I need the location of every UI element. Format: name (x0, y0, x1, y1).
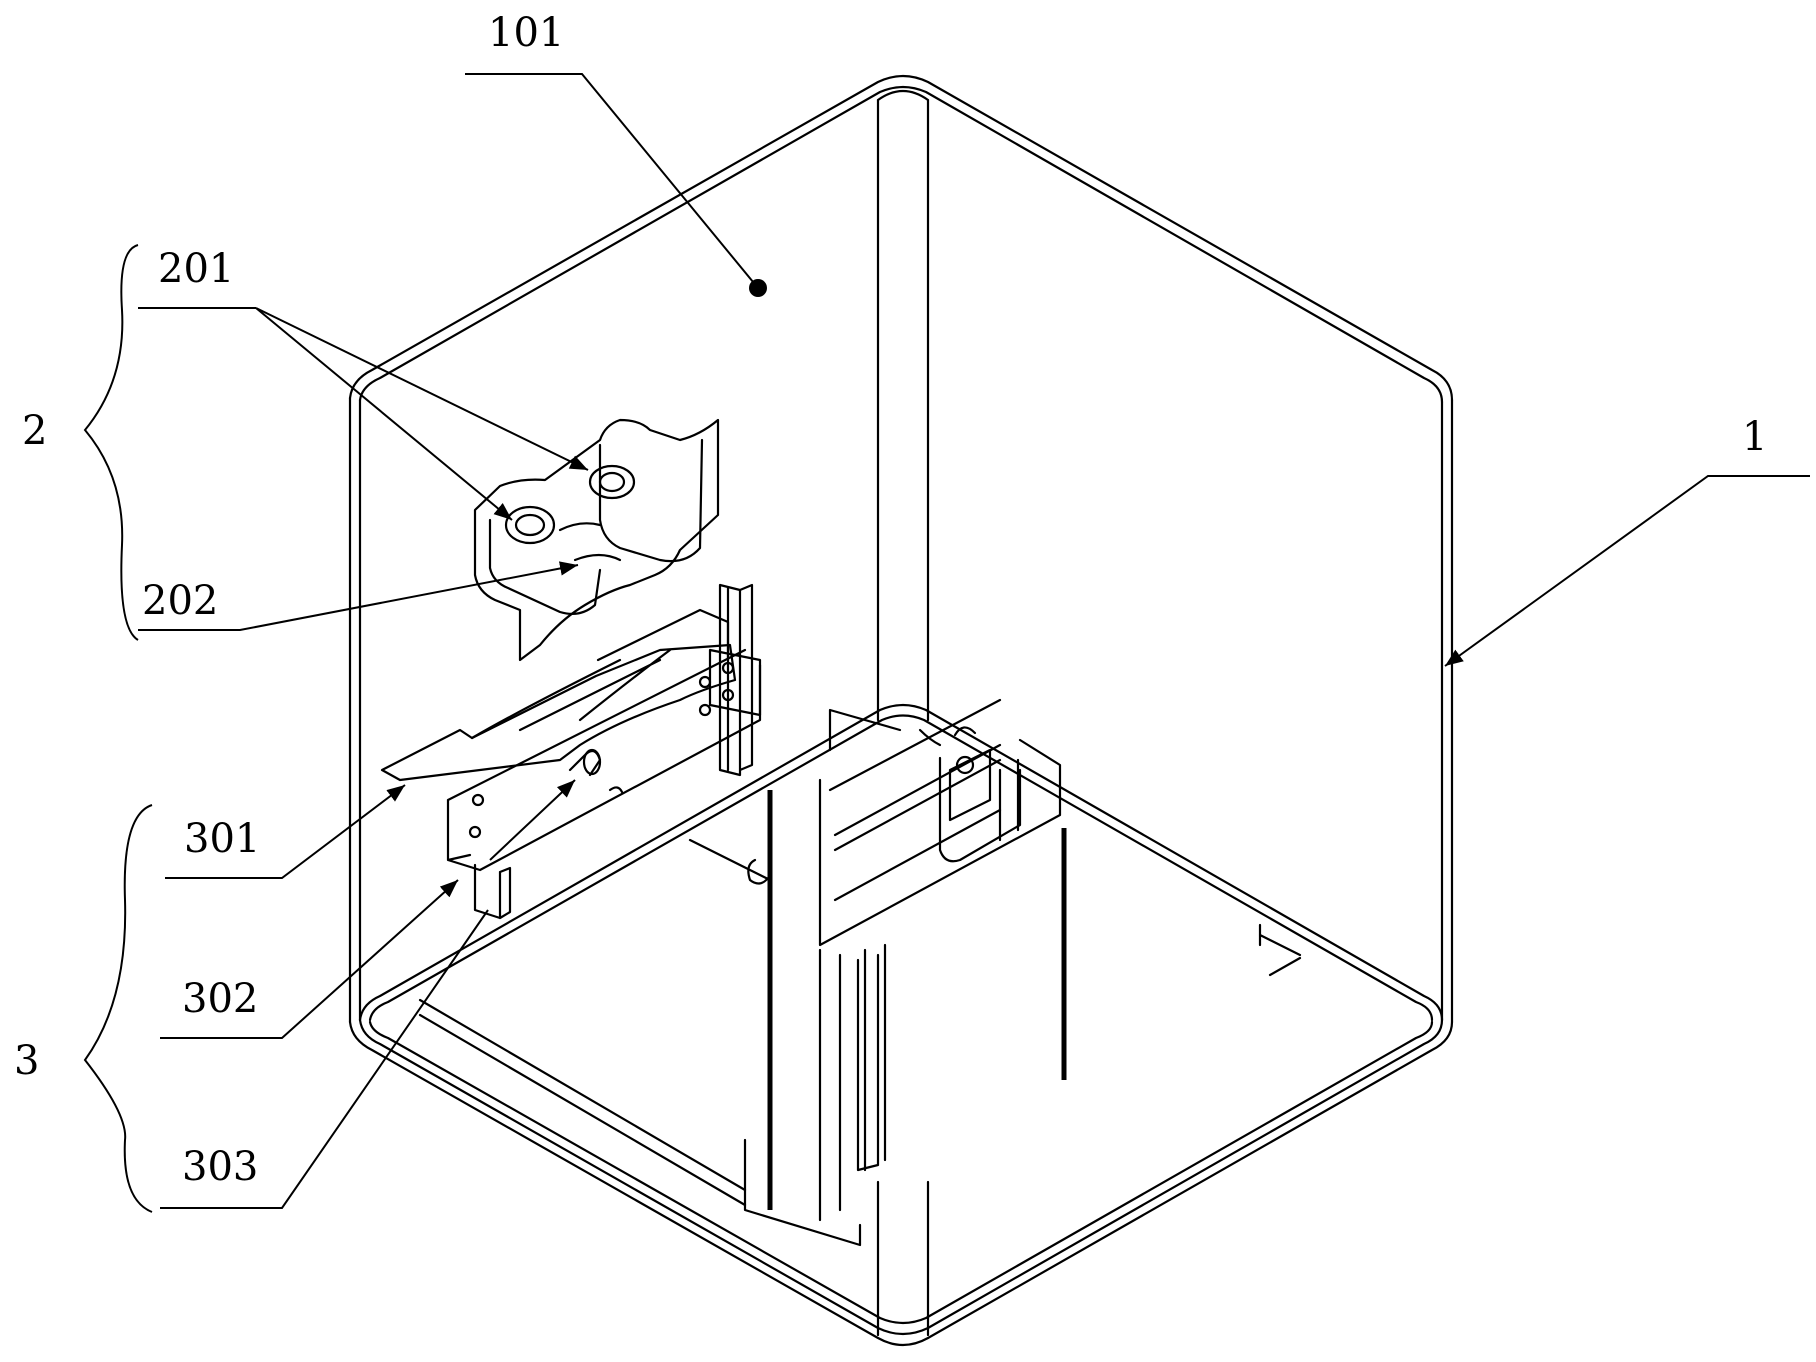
bolt-3 (698, 675, 712, 689)
lower-rail-block (446, 648, 762, 872)
bolt-5 (721, 661, 735, 675)
leader-1 (1444, 475, 1810, 667)
label-3: 3 (14, 1038, 39, 1084)
leader-301 (165, 784, 406, 879)
rear-bracket-edge (1268, 956, 1302, 977)
leader-302 (160, 879, 459, 1039)
mold-hole-right-inner (598, 471, 626, 493)
carriage-plate (818, 738, 1062, 947)
carriage-block (948, 748, 992, 822)
bolt-4 (698, 703, 712, 717)
label-1: 1 (1742, 414, 1767, 460)
carriage-ribs (828, 698, 1002, 902)
label-201: 201 (158, 246, 234, 292)
bottom-frame-front (358, 1018, 1444, 1336)
brace-3 (83, 804, 153, 1213)
cross-bar-clamp (747, 858, 770, 885)
brace-2 (83, 244, 139, 641)
carriage-top (828, 708, 902, 752)
rear-bracket (1258, 923, 1302, 957)
leader-201-b (255, 307, 589, 471)
cabinet-box (348, 74, 1454, 1347)
labels: 101 201 2 202 1 301 302 3 303 (14, 10, 1767, 1190)
slide-column (818, 943, 887, 1222)
mold-ridges (558, 522, 622, 562)
bolt-6 (721, 688, 735, 702)
dot-101 (749, 279, 767, 297)
bolt-2 (471, 793, 485, 807)
carriage-guide (998, 758, 1020, 842)
component-3-assembly (380, 583, 762, 920)
leader-202 (138, 561, 579, 631)
top-rim-inner (358, 85, 1444, 404)
label-302: 302 (182, 976, 258, 1022)
mold-outline (473, 418, 720, 662)
leader-roller (489, 779, 576, 861)
carriage-pivot (918, 726, 977, 747)
roller-end (582, 748, 602, 776)
label-202: 202 (142, 578, 218, 624)
label-2: 2 (22, 408, 47, 454)
foot-block (473, 863, 512, 920)
label-303: 303 (182, 1144, 258, 1190)
cross-bar (688, 838, 772, 882)
back-corner-post (876, 89, 930, 722)
component-2-mold (473, 418, 720, 662)
rail-column-right (718, 583, 754, 777)
label-301: 301 (184, 816, 260, 862)
roller-pin (608, 786, 624, 794)
callouts (83, 73, 1810, 1213)
bottom-rim-outer (348, 1020, 1454, 1347)
top-rim-outer (348, 74, 1454, 402)
mold-hole-left (504, 505, 556, 545)
base-foot (743, 1138, 862, 1247)
carriage-pin (955, 755, 975, 775)
leader-303 (160, 909, 489, 1209)
right-edge (1440, 398, 1454, 1024)
mold-hole-right (588, 464, 636, 500)
label-101: 101 (488, 10, 564, 56)
front-corner-post (876, 1180, 930, 1337)
bolt-1 (468, 825, 482, 839)
leader-201-a (255, 307, 513, 521)
mold-left-cavity (488, 518, 602, 615)
bottom-frame-back (358, 703, 1444, 1022)
tray-curve (470, 648, 672, 740)
carriage-bracket (938, 756, 1022, 863)
mold-right-cavity (598, 438, 704, 563)
lower-rail-left (418, 998, 747, 1207)
tray-back-lip (596, 608, 730, 662)
internal-frame (418, 698, 1302, 1247)
leader-101 (465, 73, 759, 289)
slide-slot (856, 953, 880, 1172)
bottom-frame-inner (368, 714, 1434, 1022)
bottom-frame-front-inner (368, 1020, 1434, 1325)
mold-hole-left-inner (514, 513, 546, 537)
tray-plate (380, 643, 737, 782)
left-edge (348, 396, 362, 1024)
